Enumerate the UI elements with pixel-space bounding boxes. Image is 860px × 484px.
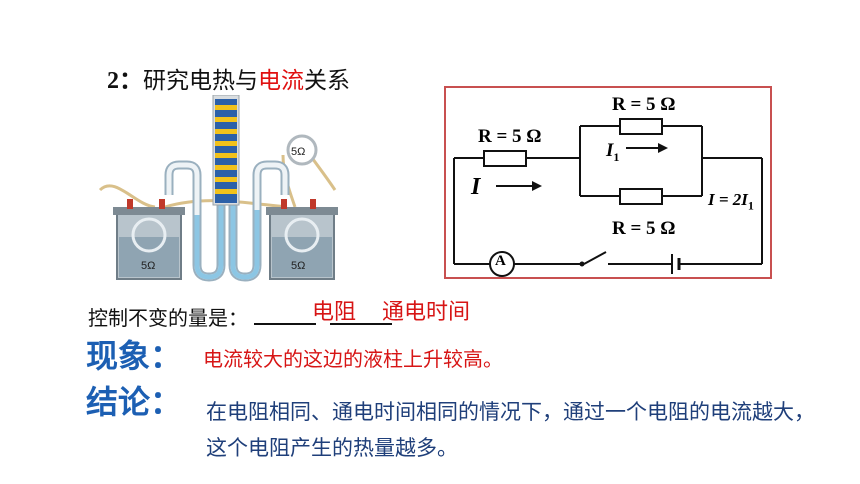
blank-1: [254, 305, 316, 325]
phenomenon-text: 电流较大的这边的液柱上升较高。: [203, 347, 503, 371]
left-container: [113, 199, 185, 280]
page-title: 2：研究电热与电流关系: [107, 60, 350, 95]
title-suffix: 关系: [304, 68, 350, 94]
conclusion-text: 在电阻相同、通电时间相同的情况下，通过一个电阻的电流越大，这个电阻产生的热量越多…: [206, 400, 815, 460]
apparatus-illustration: 5Ω 5Ω 5Ω: [98, 95, 338, 282]
series-resistor-label: R = 5 Ω: [478, 126, 542, 147]
answer-2: 通电时间: [382, 300, 471, 325]
branch-current-label: I1: [606, 140, 620, 164]
blank-2: [330, 305, 392, 325]
control-variables-line: 控制不变的量是：: [88, 302, 392, 331]
top-resistor: [619, 118, 663, 135]
switch: [583, 251, 607, 265]
control-label: 控制不变的量是：: [88, 306, 248, 330]
conclusion-heading: 结论：: [86, 383, 183, 421]
main-current-label: I: [471, 174, 481, 200]
phenomenon-heading: 现象：: [86, 337, 183, 375]
ammeter-label: A: [495, 253, 506, 269]
answer-1: 电阻: [312, 300, 357, 325]
outer-resistor: [286, 134, 318, 166]
bottom-resistor: [619, 188, 663, 205]
left-resistor-label: 5Ω: [141, 260, 155, 272]
right-container: [266, 199, 338, 280]
outer-resistor-label: 5Ω: [291, 146, 305, 158]
series-resistor: [483, 150, 527, 167]
title-prefix: 研究电热与: [143, 68, 258, 94]
top-resistor-label: R = 5 Ω: [612, 94, 676, 115]
bottom-resistor-label: R = 5 Ω: [612, 218, 676, 239]
title-number: 2：: [107, 68, 143, 94]
total-current-label: I = 2I1: [708, 190, 754, 213]
right-resistor-label: 5Ω: [291, 260, 305, 272]
title-highlight: 电流: [258, 68, 304, 94]
circuit-diagram: R = 5 Ω R = 5 Ω R = 5 Ω I1 I I = 2I1 A: [444, 86, 772, 279]
